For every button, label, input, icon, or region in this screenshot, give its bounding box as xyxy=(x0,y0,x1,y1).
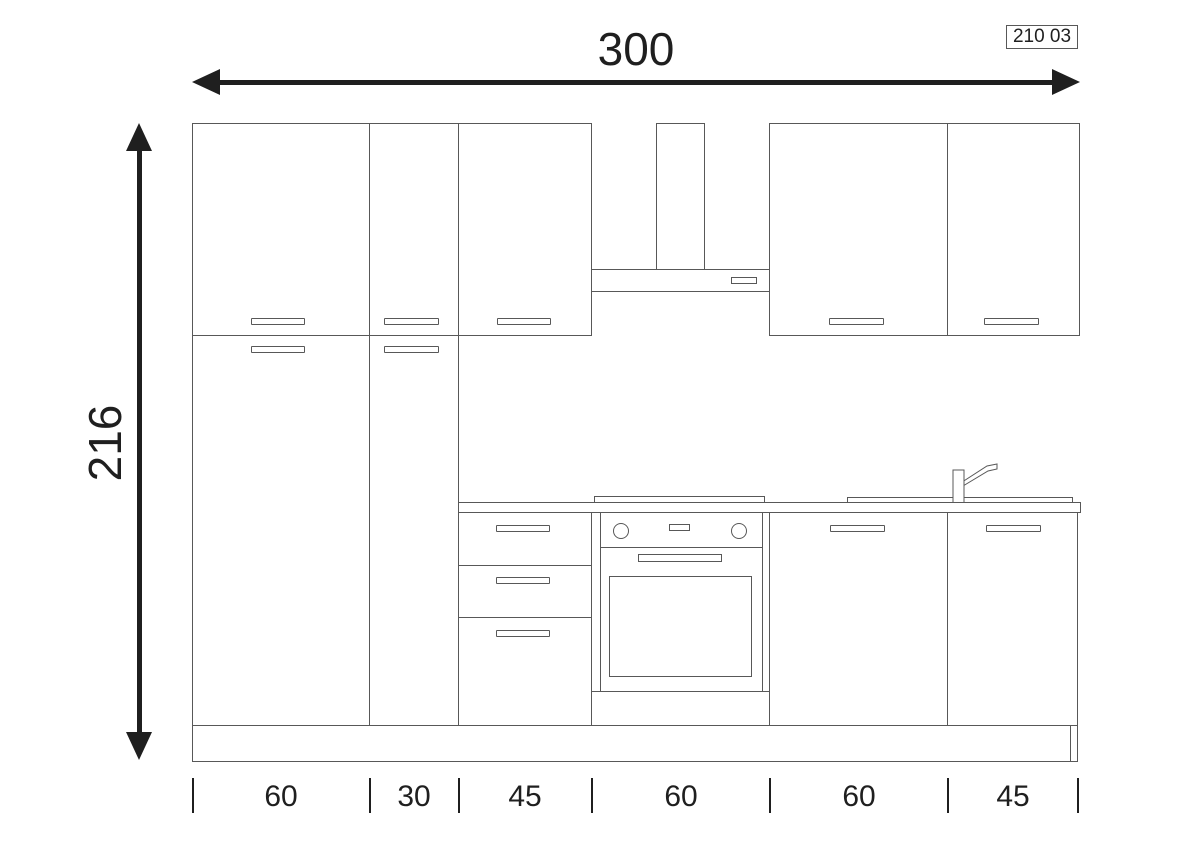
faucet-icon xyxy=(952,463,998,504)
segment-label-30: 30 xyxy=(397,780,431,813)
height-arrow-line xyxy=(137,148,142,735)
width-arrowhead-right-icon xyxy=(1052,69,1080,95)
segment-label-45a: 45 xyxy=(508,780,542,813)
segment-tick-4 xyxy=(769,778,771,813)
tall-cabinet-60 xyxy=(192,123,370,726)
plinth xyxy=(192,725,1078,762)
hood-chimney xyxy=(656,123,705,270)
base-cabinet-60 xyxy=(769,512,948,726)
drawer-unit xyxy=(458,512,592,726)
segment-tick-5 xyxy=(947,778,949,813)
width-arrowhead-left-icon xyxy=(192,69,220,95)
hood-control-panel xyxy=(731,277,757,284)
oven-knob-left xyxy=(613,523,629,539)
tall-60-lower-door-handle xyxy=(251,346,305,353)
base-cabinet-45 xyxy=(947,512,1078,726)
segment-tick-0 xyxy=(192,778,194,813)
segment-tick-3 xyxy=(591,778,593,813)
wall-cabinet-45-right xyxy=(947,123,1080,336)
segment-tick-1 xyxy=(369,778,371,813)
tall-cabinet-30 xyxy=(369,123,459,726)
oven-knob-right xyxy=(731,523,747,539)
height-arrowhead-top-icon xyxy=(126,123,152,151)
base-45-door-handle xyxy=(986,525,1041,532)
tall-60-upper-door-handle xyxy=(251,318,305,325)
segment-label-60b: 60 xyxy=(664,780,698,813)
segment-tick-2 xyxy=(458,778,460,813)
tall-30-upper-door-handle xyxy=(384,318,439,325)
oven-door-window xyxy=(609,576,752,677)
drawing-code-badge: 210 03 xyxy=(1006,25,1078,49)
drawer-1-handle xyxy=(496,525,550,532)
segment-tick-6 xyxy=(1077,778,1079,813)
base-60-door-handle xyxy=(830,525,885,532)
wall-60-right-handle xyxy=(829,318,884,325)
wall-cabinet-45-left xyxy=(458,123,592,336)
drawer-3-handle xyxy=(496,630,550,637)
drawer-2-handle xyxy=(496,577,550,584)
total-width-label: 300 xyxy=(597,23,675,75)
oven-control-panel-line xyxy=(601,547,762,548)
wall-45-left-handle xyxy=(497,318,551,325)
height-arrowhead-bottom-icon xyxy=(126,732,152,760)
segment-label-60c: 60 xyxy=(842,780,876,813)
segment-label-60a: 60 xyxy=(264,780,298,813)
plinth-side-panel-line xyxy=(1070,726,1071,761)
drawer-divider-2 xyxy=(459,617,591,618)
width-arrow-line xyxy=(214,80,1058,85)
wall-45-right-handle xyxy=(984,318,1039,325)
segment-label-45b: 45 xyxy=(996,780,1030,813)
oven-display xyxy=(669,524,690,531)
total-height-label: 216 xyxy=(79,404,131,482)
oven-bottom-line xyxy=(592,691,769,692)
tall-30-lower-door-handle xyxy=(384,346,439,353)
oven-door-handle xyxy=(638,554,722,562)
drawer-divider-1 xyxy=(459,565,591,566)
tall-cabinets-door-split-line xyxy=(192,335,459,336)
wall-cabinet-60-right xyxy=(769,123,948,336)
